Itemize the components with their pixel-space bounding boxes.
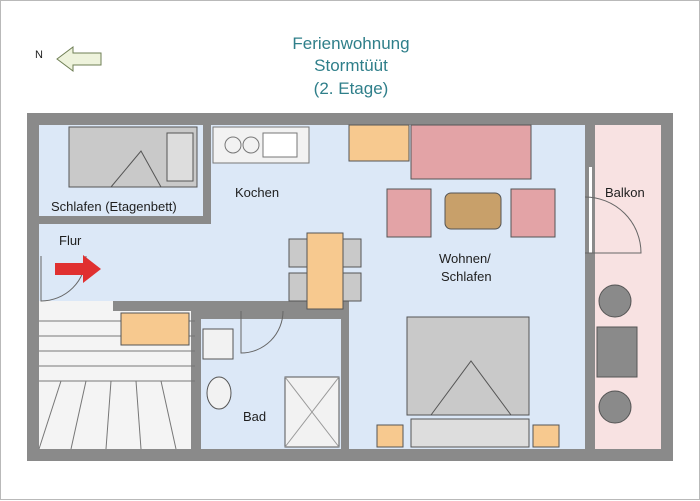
wall-balcony: [585, 125, 595, 449]
title-line-2: Stormtüüt: [314, 56, 388, 75]
bunk-bed-fold: [110, 150, 162, 188]
balcony-chair: [598, 390, 632, 424]
nightstand: [532, 424, 560, 448]
dining-chair: [342, 238, 362, 268]
double-bed-pillows: [410, 418, 530, 448]
balcony-door-opening: [589, 167, 592, 253]
double-bed: [406, 316, 530, 416]
room-label-wohnen: Wohnen/: [439, 251, 491, 266]
room-label-schlafen: Schlafen (Etagenbett): [51, 199, 177, 214]
bunk-bed-pillow: [166, 132, 194, 182]
dining-chair: [342, 272, 362, 302]
north-arrow-icon: [56, 46, 102, 72]
double-bed-fold: [430, 360, 512, 416]
title-line-3: (2. Etage): [313, 79, 389, 98]
dining-chair: [288, 238, 308, 268]
wall-stairs: [191, 301, 201, 449]
nightstand: [376, 424, 404, 448]
wall-bedroom: [39, 216, 211, 224]
washbasin: [202, 328, 234, 360]
room-label-kochen: Kochen: [235, 185, 280, 200]
stove-burner: [224, 136, 242, 154]
room-label-schlafen-wohnen: Schlafen: [441, 269, 492, 284]
dining-table: [306, 232, 344, 310]
dining-chair: [288, 272, 308, 302]
balcony-table: [596, 326, 638, 378]
staircase: [38, 320, 195, 450]
armchair: [510, 188, 556, 238]
entrance-arrow-icon: [55, 255, 101, 283]
coffee-table: [444, 192, 502, 230]
wall-bedroom-kitchen: [203, 125, 211, 224]
room-label-balkon: Balkon: [605, 185, 645, 200]
room-label-bad: Bad: [243, 409, 267, 424]
shower-diagonal: [284, 376, 340, 448]
sideboard: [348, 124, 410, 162]
compass-label: N: [35, 49, 43, 61]
stove-burner: [242, 136, 260, 154]
wall-hall: [113, 301, 345, 311]
title-line-1: Ferienwohnung: [292, 34, 410, 53]
hall-cabinet: [120, 312, 190, 346]
armchair: [386, 188, 432, 238]
balcony-door-swing: [584, 196, 642, 254]
toilet: [206, 376, 232, 410]
room-label-flur: Flur: [59, 233, 82, 248]
wall-bath: [341, 301, 349, 449]
balcony-chair: [598, 284, 632, 318]
kitchen-sink: [262, 132, 298, 158]
sofa: [410, 124, 532, 180]
bathroom-door-swing: [240, 310, 284, 354]
